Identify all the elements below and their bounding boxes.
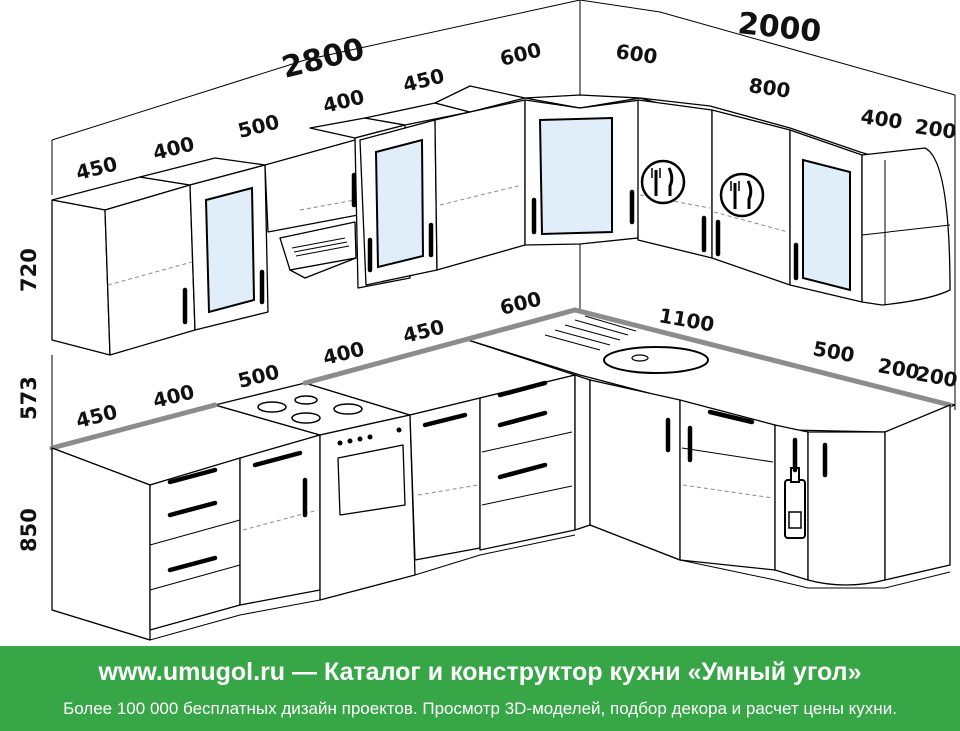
fork-knife-icon: [719, 172, 765, 218]
kitchen-drawing: 2800 2000 450 400 500 400 450 600 600 80…: [17, 0, 959, 641]
dim-upper-left-module: 400: [150, 131, 196, 164]
dim-upper-left-module: 400: [320, 84, 366, 117]
dim-upper-right-module: 400: [859, 104, 904, 134]
dim-lower-left-module: 450: [73, 399, 119, 432]
dim-upper-right-module: 800: [747, 73, 792, 103]
dim-upper-right-total: 2000: [736, 6, 823, 50]
dim-upper-left-module: 500: [235, 109, 281, 142]
dim-upper-right-module: 600: [614, 39, 659, 69]
dim-upper-left-module: 450: [73, 151, 119, 184]
dim-lower-left-module: 450: [400, 314, 446, 347]
plinth: [51, 524, 951, 641]
dim-height-upper: 720: [17, 248, 41, 292]
dim-upper-left-module: 600: [497, 37, 543, 70]
oven-knobs: [337, 427, 402, 446]
dim-lower-left-module: 500: [235, 359, 281, 392]
drawer-unit-600: [479, 374, 576, 551]
upper-cabinet-450: [51, 199, 111, 356]
banner-subtitle: Более 100 000 бесплатных дизайн проектов…: [63, 699, 897, 718]
bottle-icon: [784, 467, 806, 539]
sink-icon: [544, 315, 709, 374]
dim-lower-left-module: 600: [497, 286, 543, 319]
banner-title[interactable]: www.umugol.ru — Каталог и конструктор ку…: [98, 658, 862, 686]
upper-cabinet-450: [434, 99, 526, 271]
promo-banner: www.umugol.ru — Каталог и конструктор ку…: [0, 646, 960, 731]
corner-base-cabinet: [807, 431, 886, 586]
dim-lower-left-module: 400: [150, 379, 196, 412]
countertops: [49, 307, 956, 486]
hob-burners-icon: [257, 395, 363, 424]
sink-base-cabinet: [589, 379, 681, 561]
fork-knife-icon: [640, 159, 686, 205]
dim-upper-right-module: 200: [913, 114, 958, 144]
hood-cabinet: [264, 139, 359, 233]
dim-height-gap: 573: [17, 376, 41, 420]
upper-handles: [182, 172, 799, 325]
dim-upper-left-module: 450: [400, 63, 446, 96]
oven-window: [337, 444, 406, 516]
dim-height-lower: 850: [17, 508, 41, 552]
glass-door: [538, 116, 613, 236]
lower-cabinets-left: [51, 374, 591, 641]
lower-handles: [167, 380, 828, 573]
glass-door: [374, 138, 425, 269]
dim-lower-left-module: 400: [320, 336, 366, 369]
glass-door: [204, 186, 256, 314]
glass-door: [802, 158, 851, 292]
dim-lower-right-module: 500: [811, 336, 856, 367]
open-shelf: [861, 147, 951, 306]
dishwasher: [679, 399, 776, 571]
drawer-unit-400: [149, 457, 241, 631]
hood-grill-icon: [291, 237, 350, 257]
dim-lower-right-module: 200: [914, 361, 959, 392]
dim-upper-left-total: 2800: [278, 32, 367, 86]
upper-cabinets-left: [51, 85, 526, 356]
